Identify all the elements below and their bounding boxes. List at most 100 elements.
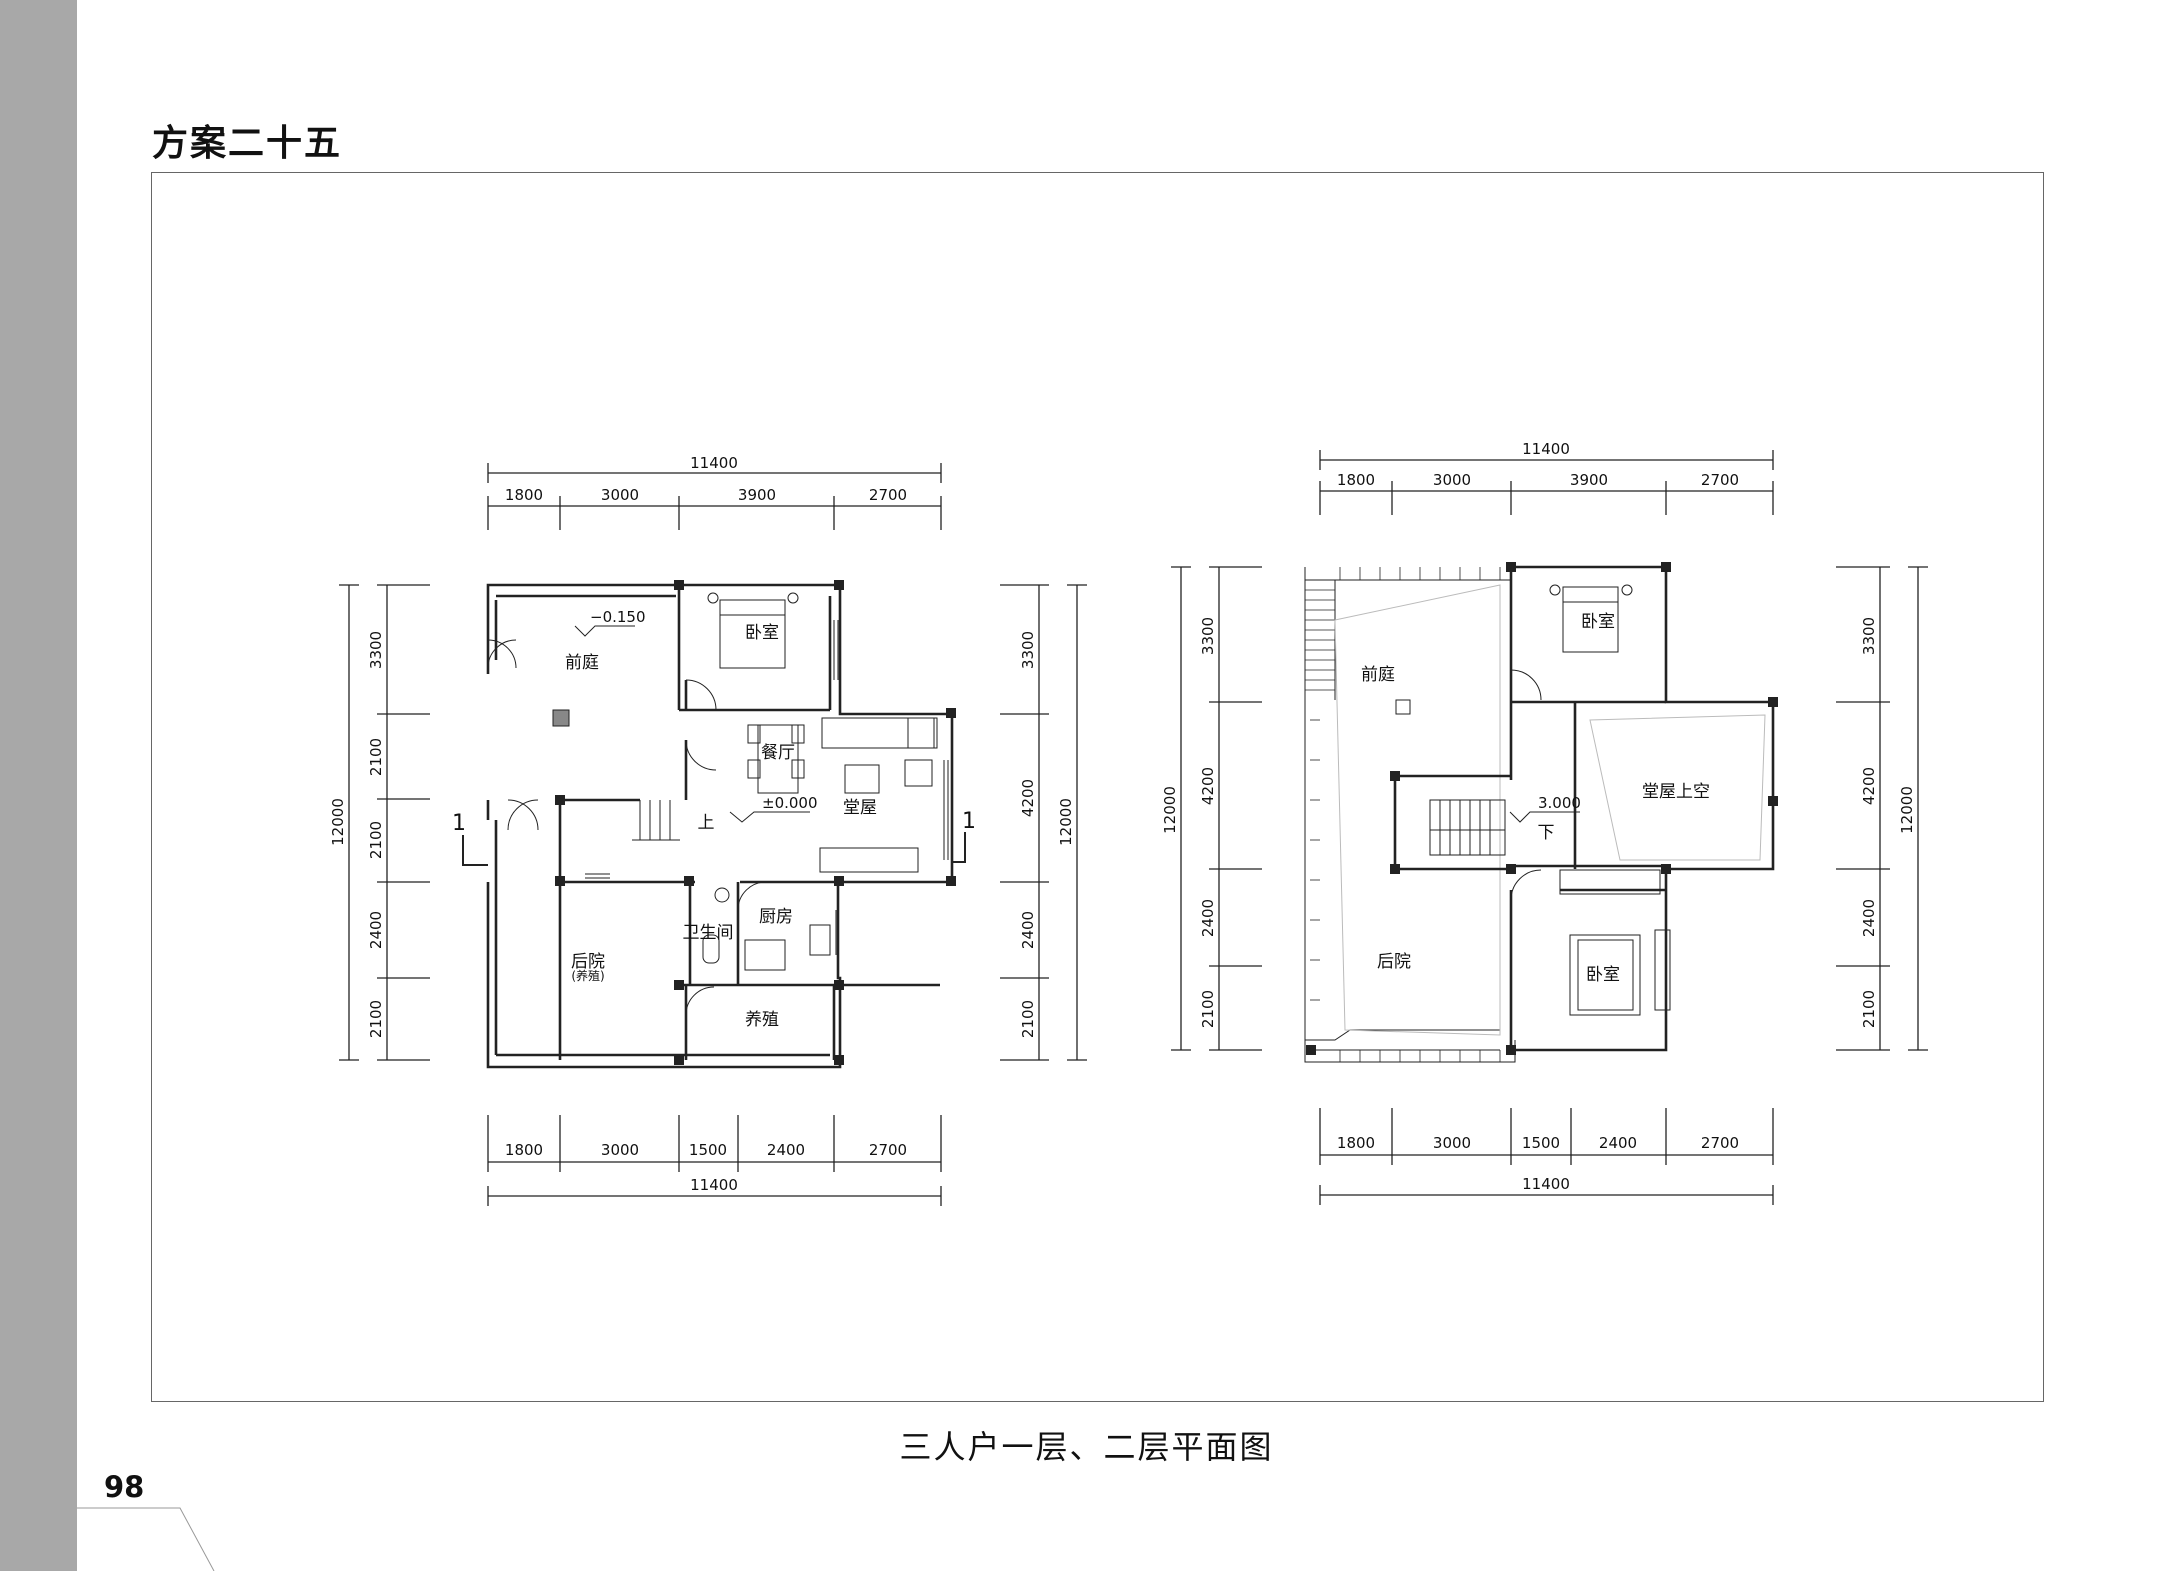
plan1-room-labels: 前庭 卧室 餐厅 堂屋 卫生间 厨房 后院 (养殖) 养殖 上	[565, 623, 877, 1030]
plan2-right-dim: 3300	[1860, 617, 1878, 655]
plan1-room-dining: 餐厅	[761, 743, 795, 763]
plan2-void-outline	[1334, 584, 1766, 1036]
plan1-section-marks	[462, 832, 966, 866]
plan1-room-bathroom: 卫生间	[683, 923, 734, 943]
plan1-left-dim: 2400	[367, 911, 385, 949]
plan1-columns	[555, 580, 956, 1065]
plan1-top-dim: 3000	[601, 486, 639, 504]
plan2-right-total: 12000	[1898, 786, 1916, 834]
plan2-top-dim: 1800	[1337, 471, 1375, 489]
plan2-parapet	[1304, 567, 1516, 1063]
plan1-room-back-court-note: (养殖)	[571, 968, 604, 983]
plan2-top-dim: 3900	[1570, 471, 1608, 489]
plan2-bottom-dim: 3000	[1433, 1134, 1471, 1152]
plan2-bottom-dim: 1800	[1337, 1134, 1375, 1152]
plan1-top-dim: 1800	[505, 486, 543, 504]
plan1-left-dim: 3300	[367, 631, 385, 669]
plan1-right-dimensions	[1000, 584, 1087, 1061]
plan1-top-dimensions	[487, 463, 942, 530]
plan1-windows	[585, 620, 949, 955]
plan1-bottom-dim: 1800	[505, 1141, 543, 1159]
plan2-walls	[1393, 565, 1775, 1052]
page-side-bar	[0, 0, 77, 1571]
plan2-right-dim: 2400	[1860, 899, 1878, 937]
plan2-left-dim: 2400	[1199, 899, 1217, 937]
plan2-bottom-dim: 2400	[1599, 1134, 1637, 1152]
figure-caption: 三人户一层、二层平面图	[899, 1428, 1274, 1466]
page-title: 方案二十五	[152, 123, 343, 164]
plan1-sink	[809, 924, 831, 956]
plan1-right-dim: 4200	[1019, 779, 1037, 817]
plan2-balcony-rail	[1559, 869, 1661, 895]
plan1-left-total: 12000	[329, 798, 347, 846]
plan1-walls	[486, 583, 954, 1069]
plan2-right-dim: 2100	[1860, 990, 1878, 1028]
plan2-left-dim: 4200	[1199, 767, 1217, 805]
plan1-bottom-dimensions	[487, 1115, 942, 1206]
plan2-level-marker	[1509, 811, 1580, 823]
plan2-right-dim: 4200	[1860, 767, 1878, 805]
plan2-room-bedroom1: 卧室	[1581, 612, 1615, 632]
plan1-level-labels: −0.150 ±0.000	[590, 608, 818, 812]
plan1-room-bedroom: 卧室	[745, 623, 779, 643]
plan1-level-markers	[574, 625, 810, 823]
plan2-upper-floor	[1171, 450, 1928, 1205]
plan1-room-kitchen: 厨房	[759, 907, 793, 927]
plan1-right-dim: 2400	[1019, 911, 1037, 949]
plan2-left-dim: 3300	[1199, 617, 1217, 655]
plan2-room-bedroom2: 卧室	[1586, 965, 1620, 985]
plan1-level-front: −0.150	[590, 608, 646, 626]
plan1-bottom-total: 11400	[690, 1176, 738, 1194]
plan2-left-dimensions	[1171, 566, 1262, 1051]
plan1-room-back-court: 后院	[571, 952, 605, 972]
plan2-parapet-hatch	[1305, 567, 1501, 1062]
plan1-section-mark-right: 1	[962, 809, 976, 834]
plan1-toilet	[702, 934, 720, 964]
plan2-bottom-dimensions	[1319, 1108, 1774, 1205]
plan1-right-dim: 2100	[1019, 1000, 1037, 1038]
plan2-left-total: 12000	[1161, 786, 1179, 834]
plan1-room-hall: 堂屋	[843, 798, 877, 818]
plan2-top-dim: 2700	[1701, 471, 1739, 489]
plan2-top-dim: 3000	[1433, 471, 1471, 489]
plan1-right-total: 12000	[1057, 798, 1075, 846]
plan1-bottom-dim: 2700	[869, 1141, 907, 1159]
plan1-stove	[744, 939, 786, 971]
plan2-left-dim: 2100	[1199, 990, 1217, 1028]
plan1-dimension-labels: 11400 1800 3000 3900 2700 1800 3000 1500…	[329, 454, 1075, 1194]
plan1-tv-cabinet	[819, 847, 919, 873]
plan1-dining-table	[757, 724, 799, 794]
drawing-frame	[151, 172, 2044, 1402]
plan1-sofa	[821, 717, 938, 749]
plan2-level-upper: 3.000	[1538, 794, 1581, 812]
plan2-wardrobe	[1654, 929, 1671, 1011]
plan2-stair-down: 下	[1538, 823, 1555, 843]
plan1-ground-floor	[339, 463, 1087, 1206]
plan2-room-labels: 前庭 卧室 堂屋上空 后院 卧室 下	[1361, 612, 1710, 985]
plan2-bed2	[1577, 939, 1634, 1011]
plan2-bed1	[1562, 586, 1619, 653]
plan2-stairs	[1429, 799, 1506, 856]
plan1-left-dim: 2100	[367, 1000, 385, 1038]
plan1-room-breeding: 养殖	[745, 1010, 779, 1030]
plan1-furniture	[552, 592, 938, 971]
plan2-top-total: 11400	[1522, 440, 1570, 458]
plan2-bottom-total: 11400	[1522, 1175, 1570, 1193]
plan1-shaft	[552, 709, 570, 727]
page-number: 98	[104, 1470, 145, 1504]
plan2-doors	[1510, 669, 1542, 901]
plan1-bottom-dim: 1500	[689, 1141, 727, 1159]
plan1-stairs	[632, 800, 680, 841]
plan1-bed	[719, 599, 786, 669]
plan1-tea-table	[844, 764, 880, 794]
plan2-right-dimensions	[1836, 566, 1928, 1051]
plan1-left-dim: 2100	[367, 738, 385, 776]
plan1-basin	[714, 887, 730, 903]
plan1-top-total: 11400	[690, 454, 738, 472]
plan2-columns	[1306, 562, 1778, 1055]
plan2-top-dimensions	[1319, 450, 1774, 515]
plan1-stair-up: 上	[698, 813, 715, 833]
plan1-bottom-dim: 2400	[767, 1141, 805, 1159]
plan2-room-hall-void: 堂屋上空	[1642, 782, 1710, 802]
